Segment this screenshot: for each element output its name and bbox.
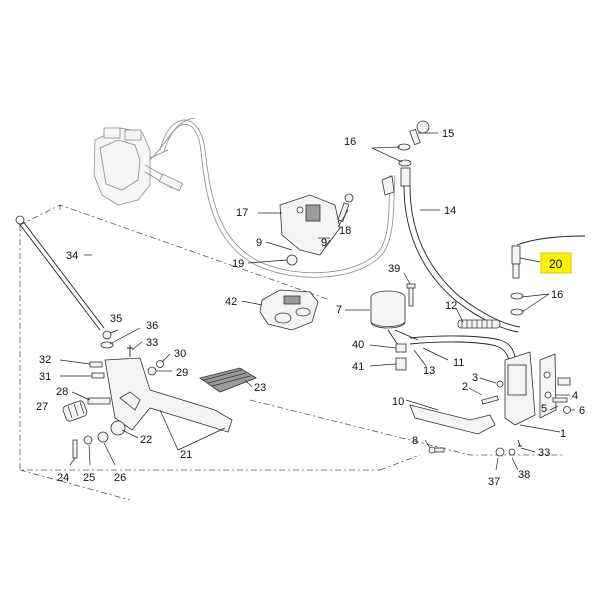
bolt-2 [481,395,499,405]
label-part-36: 36 [146,320,158,332]
label-part-9a: 9 [256,237,262,249]
banjo-bolt-15 [409,120,430,146]
label-part-16a: 16 [344,136,356,148]
label-part-14: 14 [444,205,456,217]
label-part-37: 37 [488,476,500,488]
clutch-hose-14 [403,185,519,333]
label-part-24: 24 [57,472,69,484]
label-part-33b: 33 [538,447,550,459]
lever-bracket-10 [409,404,496,435]
spacer-26 [97,431,109,443]
washer-30 [156,360,164,368]
fitting-41 [395,357,407,371]
brake-caliper-ghost [93,117,196,206]
label-part-34: 34 [66,250,78,262]
label-part-3: 3 [472,372,478,384]
clutch-hose-14-outer [409,185,521,328]
label-part-41: 41 [352,361,364,373]
pedal-pad-grip [203,369,251,387]
label-part-17: 17 [236,207,248,219]
highlight-box-20 [540,252,572,274]
label-part-5: 5 [541,403,547,415]
fitting-40 [395,343,407,353]
label-part-28: 28 [56,386,68,398]
label-part-15: 15 [442,128,454,140]
bolt-32 [89,361,103,368]
label-part-26: 26 [114,472,126,484]
label-part-32: 32 [39,354,51,366]
washer-19 [286,254,298,266]
label-part-38: 38 [518,469,530,481]
rod-34 [17,219,105,331]
bracket-assembly [504,351,571,426]
nut-38 [508,448,516,456]
label-part-22: 22 [140,434,152,446]
label-part-40: 40 [352,339,364,351]
washer-36 [100,341,114,349]
pedal-arm-21 [104,357,233,433]
label-part-19: 19 [232,258,244,270]
bolt-8 [428,446,445,454]
pin-33-upper [127,345,133,357]
part-labels: 1 2 3 4 5 6 7 8 9 9 10 11 12 13 14 15 16… [36,128,585,488]
washer-25 [83,435,93,445]
label-part-21: 21 [180,449,192,461]
connector-fitting [381,175,395,196]
bolt-18 [337,193,354,222]
pedal-pad-23 [199,367,257,393]
label-part-42: 42 [225,296,237,308]
label-part-33a: 33 [146,337,158,349]
label-part-2: 2 [462,381,468,393]
washer-16-upper-2 [398,159,412,167]
label-part-13: 13 [423,365,435,377]
label-part-10: 10 [392,396,404,408]
label-part-30: 30 [174,348,186,360]
leader-lines [59,132,575,471]
hose-fitting-upper [400,167,411,187]
label-part-35: 35 [110,313,122,325]
label-part-11: 11 [453,357,464,369]
hose-fitting-20 [511,235,586,279]
spring-hose-12 [457,319,501,329]
clip-35 [102,330,112,340]
label-part-29: 29 [176,367,188,379]
label-part-12: 12 [445,300,457,312]
clip-13 [394,329,419,341]
brake-hose-ghost-2 [163,123,396,278]
label-part-8: 8 [412,435,418,447]
reservoir-7 [370,290,406,346]
reservoir-cover-42 [259,289,319,331]
label-part-25: 25 [83,472,95,484]
bolt-5 [552,397,568,403]
label-part-16b: 16 [551,289,563,301]
label-part-18: 18 [339,225,351,237]
washer-37 [495,447,505,457]
washer-16-lower-1 [510,292,524,300]
pin-28 [87,397,111,405]
label-part-31: 31 [39,371,51,383]
label-part-6: 6 [579,405,585,417]
master-cylinder-17 [279,194,341,256]
nut-29 [147,366,157,376]
pin-33-lower [517,439,522,447]
washer-16-lower-2 [510,308,524,316]
frame-dashed-outline [19,204,565,501]
label-part-1: 1 [560,428,566,440]
label-part-4: 4 [572,390,578,402]
washer-3 [496,380,504,388]
label-part-27: 27 [36,401,48,413]
label-part-20: 20 [549,257,563,271]
screw-39 [406,283,416,307]
bushing-22 [110,420,126,436]
label-part-9b: 9 [321,237,327,249]
label-part-39: 39 [388,263,400,275]
bolt-31 [91,372,105,379]
bolt-24 [72,439,78,459]
washer-6 [563,406,571,414]
rod-end-34 [15,215,25,225]
footpeg-27 [62,400,88,422]
label-part-23: 23 [254,382,266,394]
label-part-7: 7 [336,304,342,316]
